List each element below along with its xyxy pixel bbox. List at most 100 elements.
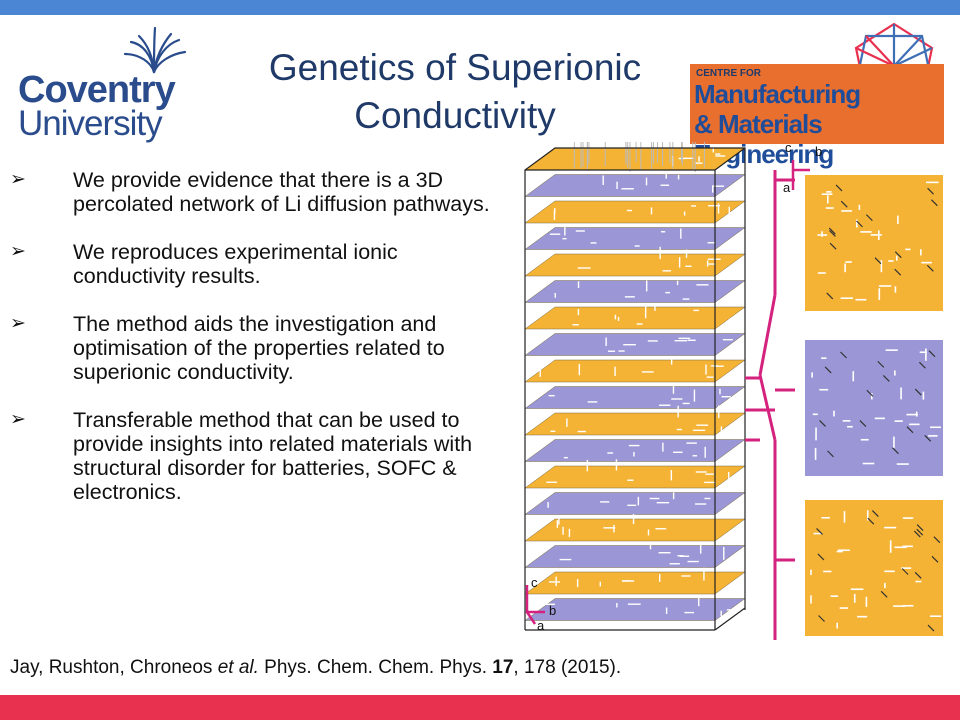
panel-bond (826, 292, 834, 300)
citation-etal: et al. (217, 657, 259, 678)
panel-bond (931, 555, 939, 563)
panel-bond (829, 242, 837, 250)
layer-plane (524, 465, 746, 489)
panel-bond (914, 388, 922, 396)
bullet-list: ➢ We provide evidence that there is a 3D… (10, 168, 510, 528)
side-panels (805, 175, 943, 636)
slide-title: Genetics of Superionic Conductivity (215, 44, 695, 140)
layer-plane (524, 359, 746, 383)
bullet-item: ➢ We reproduces experimental ionic condu… (10, 240, 510, 288)
layer-panel (805, 340, 943, 476)
layer-bracket (745, 170, 795, 640)
panel-bond (866, 389, 874, 397)
bullet-item: ➢ We provide evidence that there is a 3D… (10, 168, 510, 216)
panel-bond (871, 510, 879, 517)
panel-bond (859, 420, 867, 427)
panel-bond (827, 450, 834, 458)
top-accent-bar (0, 0, 960, 15)
layer-plane (524, 492, 746, 515)
panel-bond (914, 571, 922, 579)
citation-authors: Jay, Rushton, Chroneos (10, 657, 218, 678)
panel-bond (927, 187, 935, 195)
bullet-text: Transferable method that can be used to … (73, 408, 473, 504)
axis-label-c: c (531, 575, 538, 590)
citation: Jay, Rushton, Chroneos et al. Phys. Chem… (10, 657, 621, 679)
panel-bond (856, 220, 863, 228)
layer-panel (805, 175, 943, 311)
panel-bond (840, 351, 847, 359)
axis-label-b: b (549, 603, 556, 618)
panel-bond (892, 447, 899, 455)
panel-bond (933, 536, 941, 544)
cmme-logo: CENTRE FOR Manufacturing & Materials Eng… (690, 20, 950, 169)
bullet-text: The method aids the investigation and op… (73, 312, 445, 384)
panel-bond (835, 184, 843, 192)
citation-journal: Phys. Chem. Chem. Phys. (258, 657, 493, 678)
panel-bond (924, 434, 932, 442)
cmme-logo-box: CENTRE FOR Manufacturing & Materials Eng… (690, 64, 944, 169)
layer-plane (524, 174, 746, 197)
bullet-item: ➢ Transferable method that can be used t… (10, 408, 510, 504)
layer-panel (805, 500, 943, 636)
panel-bond (894, 268, 902, 276)
panel-axis-indicator: c b a (783, 140, 822, 195)
logo-word-coventry: Coventry (18, 69, 176, 111)
panel-bond (817, 553, 825, 561)
panel-bond (928, 350, 936, 358)
bullet-text: We provide evidence that there is a 3D p… (73, 168, 490, 216)
bullet-text: We reproduces experimental ionic conduct… (73, 240, 398, 288)
panel-bond (819, 420, 826, 427)
panel-bond (906, 426, 914, 434)
panel-bond (818, 615, 825, 622)
phoenix-emblem-icon (123, 26, 187, 74)
layer-plane (524, 253, 746, 277)
citation-rest: , 178 (2015). (513, 657, 622, 678)
panel-bond (816, 527, 823, 535)
stack-frame (524, 147, 746, 631)
layer-plane (524, 439, 746, 462)
panel-bond (824, 366, 832, 374)
panel-bond (927, 624, 935, 632)
panel-bond (828, 227, 836, 235)
bullet-item: ➢ The method aids the investigation and … (10, 312, 510, 384)
layer-plane (524, 147, 746, 171)
panel-bond (918, 361, 926, 369)
panel-bond (867, 517, 875, 525)
panel-bond (840, 200, 848, 208)
axis-label-a: a (537, 618, 545, 633)
layer-plane (524, 200, 746, 224)
panel-bond (829, 230, 836, 237)
panel-bond (916, 524, 924, 531)
title-line-2: Conductivity (354, 95, 556, 136)
arrow-bullet-icon: ➢ (10, 169, 26, 190)
panel-bond (874, 257, 882, 265)
layer-plane (524, 280, 746, 303)
panel-axis-label-b: b (815, 144, 822, 159)
panel-bond (894, 251, 902, 259)
panel-bond (916, 528, 924, 536)
title-line-1: Genetics of Superionic (268, 47, 642, 88)
panel-axis-label-a: a (783, 180, 791, 195)
bottom-accent-bar (0, 695, 960, 720)
layer-plane (524, 598, 746, 621)
panel-bond (882, 375, 890, 382)
panel-bond (926, 264, 934, 272)
coventry-university-logo: Coventry University (14, 24, 190, 144)
arrow-bullet-icon: ➢ (10, 241, 26, 262)
layer-plane (524, 545, 746, 568)
layer-plane (524, 386, 746, 409)
arrow-bullet-icon: ➢ (10, 313, 26, 334)
logo-word-university: University (18, 104, 163, 143)
percolation-figure: c b a c b a (505, 140, 950, 650)
layer-plane (524, 571, 746, 595)
panel-axis-label-c: c (785, 140, 792, 155)
panel-bond (865, 214, 873, 222)
cmme-line-1: Manufacturing (694, 79, 861, 109)
layer-stack (524, 142, 746, 621)
layer-plane (524, 412, 746, 436)
citation-volume: 17 (492, 657, 514, 678)
layer-plane (524, 306, 746, 330)
panel-bond (901, 568, 909, 575)
panel-bond (930, 199, 938, 207)
panel-bond (880, 590, 888, 598)
